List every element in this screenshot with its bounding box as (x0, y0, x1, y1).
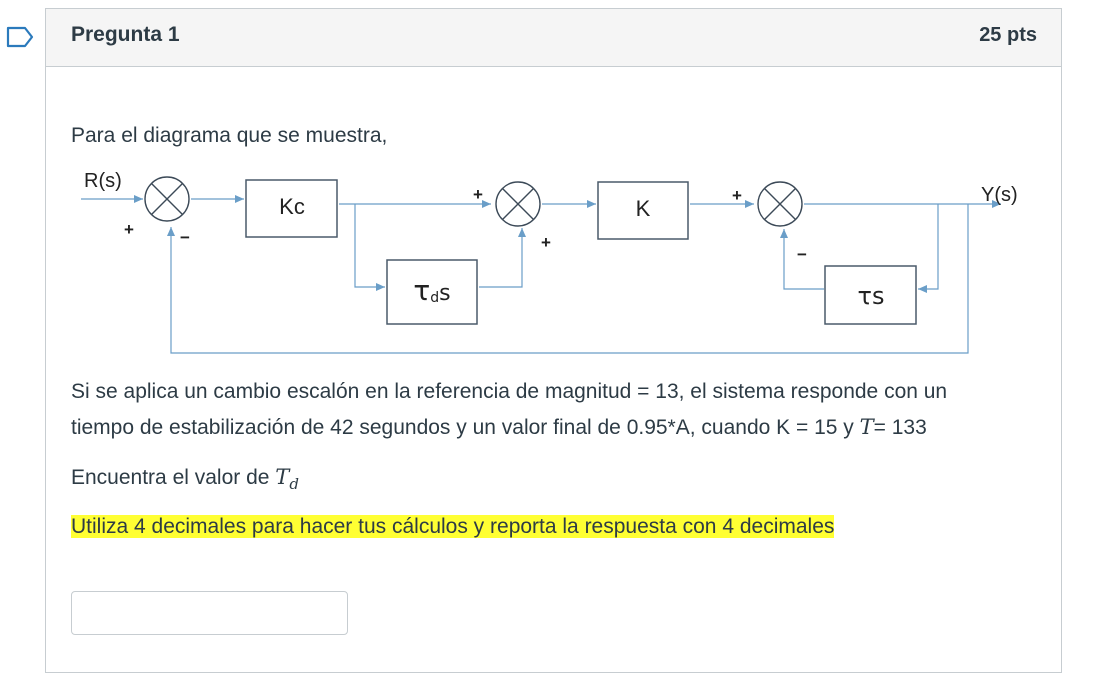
ts-to-sum3-line (780, 229, 824, 290)
block-kc (245, 179, 338, 238)
block-k (597, 181, 689, 240)
question-find: Encuentra el valor de Td (71, 465, 299, 494)
question-title: Pregunta 1 (71, 23, 180, 46)
question-line-2: tiempo de estabilización de 42 segundos … (71, 415, 927, 439)
tau-symbol: T (859, 415, 874, 439)
tds-to-sum2-line (479, 228, 526, 288)
block-tds (386, 259, 478, 325)
sign-sum1-fb: − (180, 228, 190, 247)
block-ts (824, 265, 917, 325)
answer-input[interactable] (71, 591, 348, 635)
question-card: Pregunta 1 25 pts Para el diagrama que s… (45, 8, 1062, 673)
block-diagram: Kc K τds τs R(s) Y(s) + − + + + − (81, 170, 1018, 354)
summing-junction-3 (757, 181, 803, 227)
sign-sum2-top: + (473, 185, 483, 204)
question-instruction: Utiliza 4 decimales para hacer tus cálcu… (71, 515, 835, 538)
sign-sum3-in: + (732, 186, 742, 205)
block-k-label: K (636, 196, 651, 221)
inner-feedback-line (918, 204, 939, 293)
input-label: R(s) (84, 170, 122, 192)
output-label: Y(s) (981, 184, 1018, 206)
block-ts-label: τs (858, 282, 885, 310)
branch-to-tds-line (354, 204, 385, 291)
summing-junction-2 (495, 181, 541, 227)
tau-d-symbol: T (275, 465, 290, 489)
question-points: 25 pts (979, 24, 1037, 46)
question-flag-icon[interactable] (6, 26, 34, 48)
sign-sum1-in: + (124, 220, 134, 239)
block-kc-label: Kc (279, 194, 305, 219)
outer-feedback-line (167, 204, 969, 354)
sign-sum3-fb: − (797, 245, 807, 264)
summing-junction-1 (144, 176, 190, 222)
block-tds-label: τds (413, 274, 450, 307)
question-header: Pregunta 1 25 pts (46, 9, 1061, 67)
sign-sum2-bottom: + (541, 233, 551, 252)
question-line-1: Si se aplica un cambio escalón en la ref… (71, 380, 948, 403)
question-intro: Para el diagrama que se muestra, (71, 124, 388, 147)
